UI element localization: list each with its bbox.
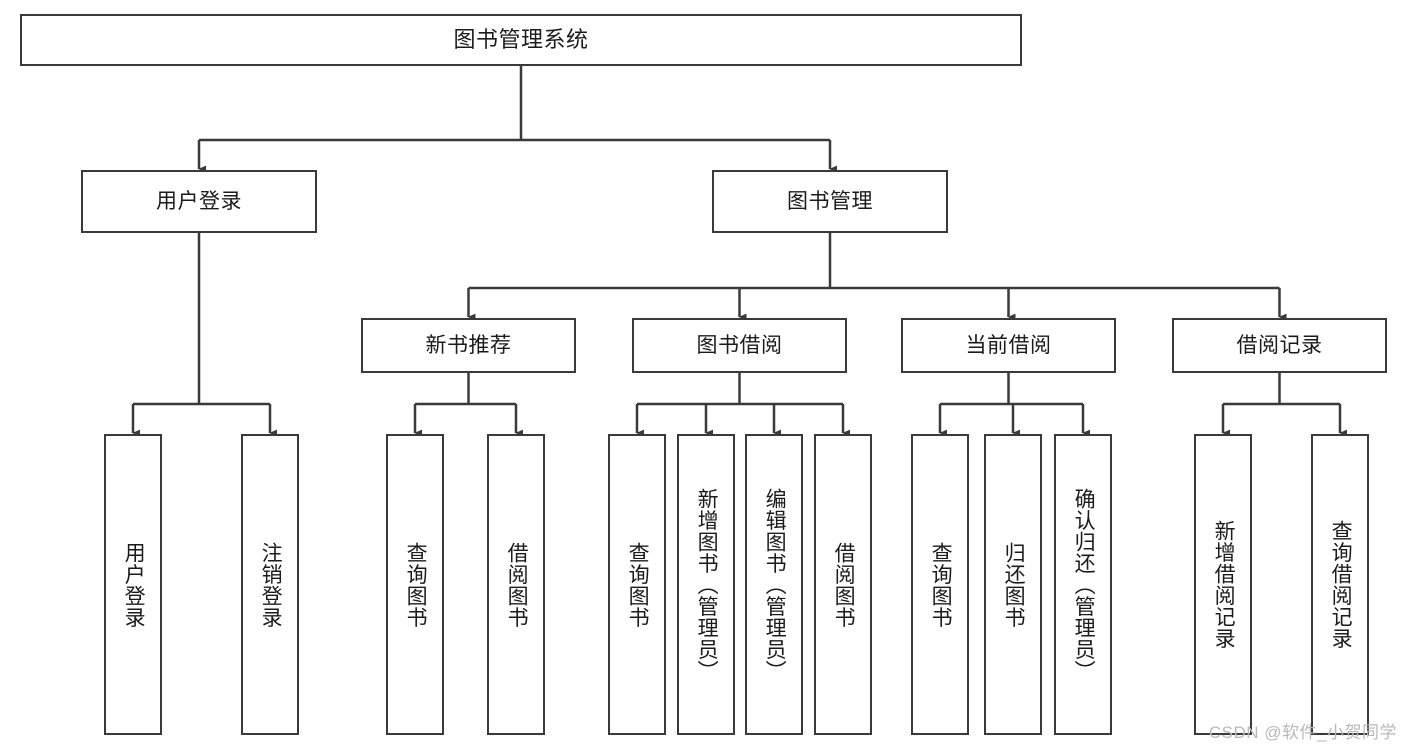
node-leaf-borrow-book-1[interactable]: 借阅图书 xyxy=(487,434,545,735)
node-root-label: 图书管理系统 xyxy=(453,26,589,52)
node-book-borrow[interactable]: 图书借阅 xyxy=(632,318,847,373)
node-book-borrow-label: 图书借阅 xyxy=(696,333,783,357)
node-leaf-add-record-label: 新增借阅记录 xyxy=(1212,520,1236,649)
node-leaf-add-book[interactable]: 新增图书（管理员） xyxy=(677,434,735,735)
node-borrow-record-label: 借阅记录 xyxy=(1236,333,1323,357)
node-leaf-logout-label: 注销登录 xyxy=(259,541,283,628)
node-user-login[interactable]: 用户登录 xyxy=(81,170,317,233)
node-book-manage[interactable]: 图书管理 xyxy=(712,170,948,233)
node-leaf-query-book-3-label: 查询图书 xyxy=(929,541,953,628)
node-leaf-query-record[interactable]: 查询借阅记录 xyxy=(1311,434,1369,735)
node-user-login-label: 用户登录 xyxy=(156,189,242,213)
node-leaf-query-book-2[interactable]: 查询图书 xyxy=(608,434,666,735)
node-leaf-query-record-label: 查询借阅记录 xyxy=(1329,520,1353,649)
node-leaf-add-record[interactable]: 新增借阅记录 xyxy=(1194,434,1252,735)
node-current-borrow-label: 当前借阅 xyxy=(965,333,1052,357)
node-leaf-borrow-book-2[interactable]: 借阅图书 xyxy=(814,434,872,735)
node-leaf-confirm-return[interactable]: 确认归还（管理员） xyxy=(1054,434,1112,735)
node-book-manage-label: 图书管理 xyxy=(787,189,873,213)
node-leaf-add-book-label: 新增图书（管理员） xyxy=(695,487,719,682)
node-leaf-user-login-label: 用户登录 xyxy=(122,541,146,628)
watermark-text: CSDN @软件_小贺同学 xyxy=(1208,723,1397,742)
node-leaf-borrow-book-2-label: 借阅图书 xyxy=(832,541,856,628)
node-leaf-return-book[interactable]: 归还图书 xyxy=(984,434,1042,735)
node-leaf-user-login[interactable]: 用户登录 xyxy=(104,434,162,735)
node-new-book-recommend[interactable]: 新书推荐 xyxy=(361,318,576,373)
node-leaf-return-book-label: 归还图书 xyxy=(1002,541,1026,628)
node-borrow-record[interactable]: 借阅记录 xyxy=(1172,318,1387,373)
node-leaf-confirm-return-label: 确认归还（管理员） xyxy=(1072,487,1096,682)
node-leaf-query-book-2-label: 查询图书 xyxy=(626,541,650,628)
node-leaf-query-book-3[interactable]: 查询图书 xyxy=(911,434,969,735)
node-new-book-recommend-label: 新书推荐 xyxy=(425,333,512,357)
node-current-borrow[interactable]: 当前借阅 xyxy=(901,318,1116,373)
node-root[interactable]: 图书管理系统 xyxy=(20,14,1022,66)
node-leaf-query-book-1-label: 查询图书 xyxy=(404,541,428,628)
node-leaf-edit-book-label: 编辑图书（管理员） xyxy=(763,487,787,682)
node-leaf-borrow-book-1-label: 借阅图书 xyxy=(505,541,529,628)
node-leaf-query-book-1[interactable]: 查询图书 xyxy=(386,434,444,735)
node-leaf-edit-book[interactable]: 编辑图书（管理员） xyxy=(745,434,803,735)
node-leaf-logout[interactable]: 注销登录 xyxy=(241,434,299,735)
